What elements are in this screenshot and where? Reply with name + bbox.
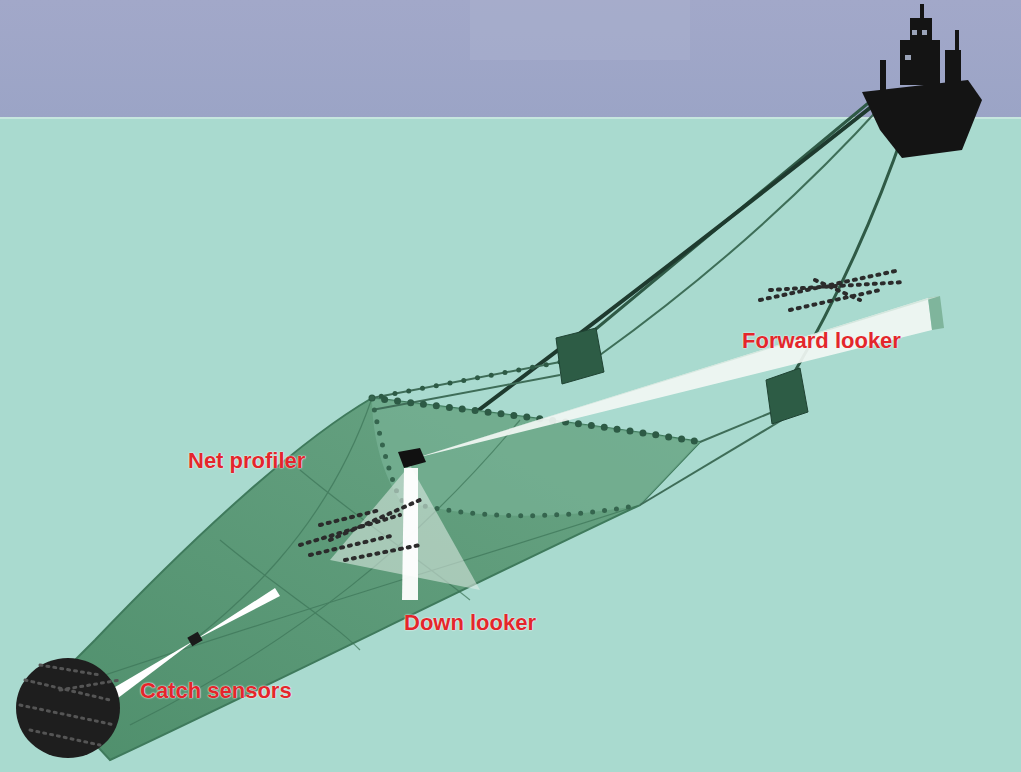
net-seams <box>90 398 640 725</box>
trawl-net <box>45 398 700 760</box>
forward-beam-top <box>416 296 940 458</box>
net-profiler-device <box>398 448 426 468</box>
fish-school <box>300 500 420 560</box>
headline-floats <box>372 398 700 442</box>
horizon <box>0 117 1021 119</box>
cod-end-catch <box>16 658 120 758</box>
fish-school <box>760 270 905 310</box>
forward-beam-end <box>928 296 944 330</box>
warps <box>415 95 905 458</box>
part-label: Catch sensors <box>140 678 292 704</box>
wing-floats <box>372 362 560 398</box>
catch-beam <box>195 588 280 640</box>
down-beam <box>402 468 418 600</box>
wing-lines <box>372 362 782 505</box>
sky-patch <box>470 0 690 60</box>
part-label: Net profiler <box>188 448 305 474</box>
otter-board <box>766 368 808 424</box>
caught-fish <box>20 665 120 745</box>
ship-windows <box>905 30 927 60</box>
part-label: Forward looker <box>742 328 901 354</box>
otter-board <box>556 328 604 384</box>
catch-sensor-device <box>187 632 202 647</box>
trawler-ship <box>862 4 982 158</box>
warp-cable <box>600 102 885 355</box>
profiler-cable <box>415 100 880 458</box>
part-label: Down looker <box>404 610 536 636</box>
